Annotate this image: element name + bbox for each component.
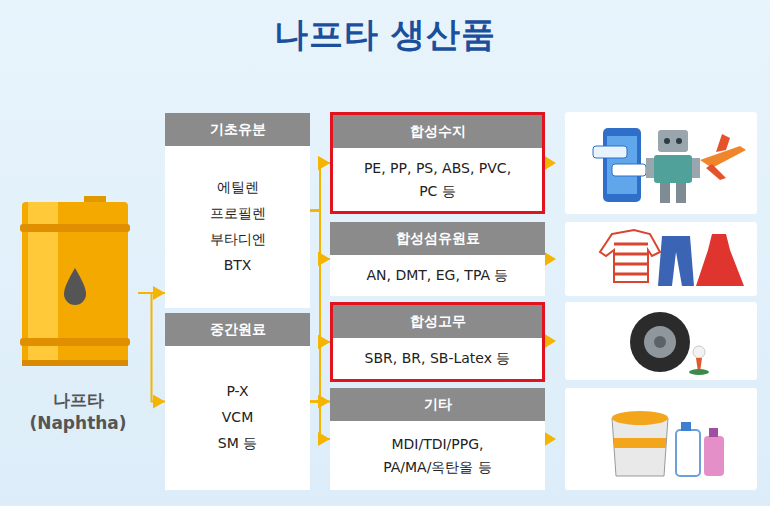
product-box: 합성섬유원료 AN, DMT, EG, TPA 등 (330, 222, 545, 296)
category-box: 중간원료 P-X VCM SM 등 (165, 313, 310, 490)
box-body: MDI/TDI/PPG, PA/MA/옥탄올 등 (368, 433, 508, 478)
clothing-icon (600, 230, 744, 286)
diagram-title: 나프타 생산품 (0, 12, 770, 58)
node-label: 나프타 (Naphtha) (24, 389, 132, 435)
box-body: AN, DMT, EG, TPA 등 (343, 264, 533, 286)
box-heading: 중간원료 (165, 313, 310, 346)
box-heading: 기초유분 (165, 113, 310, 146)
box-heading: 기타 (330, 388, 545, 421)
category-box: 기초유분에틸렌 프로필렌 부타디엔 BTX (165, 113, 310, 308)
box-body: PE, PP, PS, ABS, PVC, PC 등 (363, 157, 513, 202)
naphtha-barrel (20, 196, 130, 366)
box-heading: 합성섬유원료 (330, 222, 545, 255)
box-body: SBR, BR, SB-Latex 등 (343, 347, 533, 369)
chemicals-icon (612, 411, 724, 476)
box-heading: 합성수지 (333, 115, 542, 148)
flow-arrow (310, 342, 330, 402)
product-box: 기타 MDI/TDI/PPG, PA/MA/옥탄올 등 (330, 388, 545, 490)
box-body: 에틸렌 프로필렌 부타디엔 BTX (210, 175, 266, 279)
tire-icon (630, 312, 709, 375)
feedstock-barrel: 나프타 (Naphtha) (18, 195, 138, 435)
flow-arrow (310, 163, 330, 402)
flow-arrow (310, 401, 330, 403)
box-heading: 합성고무 (333, 305, 542, 338)
flow-arrow (310, 259, 330, 402)
picture-panels (565, 112, 757, 490)
plastic-products-icon (593, 128, 746, 203)
box-body: P-X VCM SM 등 (210, 379, 266, 457)
flow-arrow (138, 293, 165, 402)
product-box: 합성수지 PE, PP, PS, ABS, PVC, PC 등 (330, 112, 545, 214)
product-box: 합성고무 SBR, BR, SB-Latex 등 (330, 302, 545, 382)
